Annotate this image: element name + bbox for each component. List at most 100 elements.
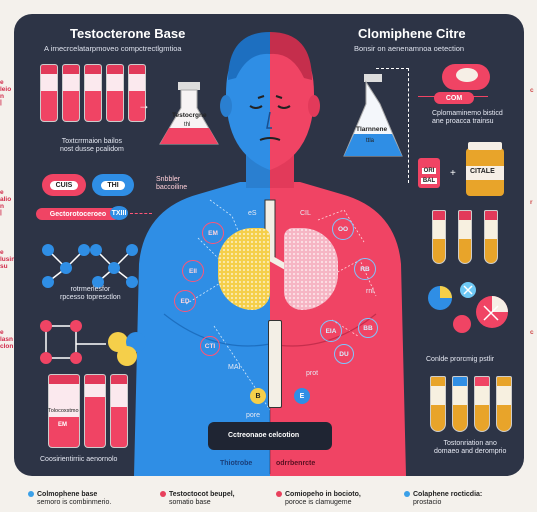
network-node: OO bbox=[332, 218, 354, 240]
bottle-label: CITALE bbox=[470, 168, 495, 175]
right-bottom-caption-line2: domaeo and deromprio bbox=[434, 448, 507, 456]
left-desc-line1: Toxtcrrmaion bailos bbox=[61, 138, 123, 145]
cloud-badge-b: THI bbox=[92, 174, 134, 196]
footer-item-text: somatio base bbox=[169, 499, 211, 507]
right-desc-line2: ane proacca trainsu bbox=[432, 118, 494, 126]
footer-item: Colaphene rocticdia: prostacio bbox=[404, 491, 482, 508]
left-desc-line2: nost dusse pcalidom bbox=[60, 146, 124, 154]
bar-pill: Gectorotoceroeo bbox=[36, 208, 120, 220]
vial bbox=[62, 64, 80, 122]
lung-right bbox=[284, 228, 338, 310]
tall-vial-sub: EM bbox=[58, 422, 67, 428]
left-flask-label: Testocrgne bbox=[172, 112, 207, 119]
lung-left bbox=[218, 228, 270, 310]
node-tag: prot bbox=[306, 370, 319, 377]
left-subtitle: A irnecrcelatarpmoveo compctrectlgmtioa bbox=[44, 44, 182, 53]
bar-pill-label: Gectorotoceroeo bbox=[49, 210, 107, 218]
leg-label-left: Thiotrobe bbox=[220, 460, 253, 467]
right-bottom-caption: Tostonriation ano domaeo and deromprio bbox=[434, 440, 506, 457]
flask-icon-right bbox=[343, 74, 403, 157]
right-desc: Cplomaminemo bisticd ane proacca trainsu bbox=[432, 110, 503, 127]
node-tag: MAI bbox=[228, 364, 241, 371]
plus-icon: + bbox=[450, 168, 456, 179]
com-tag: COM bbox=[434, 92, 474, 104]
left-bottom-caption: Coosirientirriic aenornolo bbox=[40, 456, 118, 463]
test-tube bbox=[474, 376, 490, 432]
network-node: EIA bbox=[320, 320, 342, 342]
node-tag: CIL bbox=[300, 210, 311, 217]
footer-item-text: semoro is combinmerio. bbox=[37, 499, 112, 507]
footer-item: Comiopeho in bocioto, poroce is clamugem… bbox=[276, 491, 361, 508]
test-tube bbox=[496, 376, 512, 432]
footer-item-title: Testoctocot beupel, bbox=[169, 491, 235, 498]
vial bbox=[84, 64, 102, 122]
network-node: BB bbox=[358, 318, 378, 338]
test-tube bbox=[430, 376, 446, 432]
left-flask-sub: thl bbox=[184, 122, 191, 128]
measure-label: Cctreonaoe celcotion bbox=[228, 432, 300, 439]
footer-item-title: Colmophene base bbox=[37, 491, 98, 498]
network-node: RB bbox=[354, 258, 376, 280]
molecule-caption-line2: rpcesso topresctlon bbox=[60, 294, 121, 302]
tall-vial bbox=[84, 374, 106, 448]
network-node: EII bbox=[182, 260, 204, 282]
network-node: DU bbox=[334, 344, 354, 364]
pie-chart-icon bbox=[428, 282, 508, 333]
left-title: Testocterone Base bbox=[70, 26, 186, 41]
footer-item-text: prostacio bbox=[413, 499, 442, 507]
card-a-label: ORI bbox=[421, 168, 437, 174]
right-edge-fragment-2: r bbox=[530, 199, 533, 206]
bullet-dot bbox=[404, 491, 410, 498]
tube-chip-a: B bbox=[250, 388, 266, 404]
bar-pill-tag: TXIII bbox=[110, 206, 128, 220]
test-tube bbox=[458, 210, 472, 264]
molecule-caption-line1: rotrmerlesfor bbox=[70, 286, 111, 293]
network-node: ED bbox=[174, 290, 196, 312]
measuring-tube bbox=[268, 320, 282, 408]
right-dashed-link bbox=[376, 68, 409, 183]
infographic-panel: B E Cctreonaoe celcotion Thiotrobe odrrb… bbox=[14, 14, 524, 476]
right-title: Clomiphene Citre bbox=[358, 26, 466, 41]
flask-icon-left bbox=[159, 82, 219, 145]
footer-item-title: Comiopeho in bocioto, bbox=[285, 491, 361, 498]
left-desc: Toxtcrrmaion bailos nost dusse pcalidom bbox=[60, 138, 124, 155]
leg-label-right: odrrbenrcte bbox=[276, 460, 316, 467]
tall-vial-label: Tolocoxstmo bbox=[48, 408, 79, 414]
right-mid-caption: Conlde prorcmig pstlir bbox=[426, 356, 495, 363]
tall-vial bbox=[48, 374, 80, 448]
right-edge-fragment-3: c bbox=[530, 329, 534, 336]
arrow-right-icon: → bbox=[138, 98, 150, 112]
footer-item: Colmophene base semoro is combinmerio. bbox=[28, 491, 111, 508]
network-node: CTI bbox=[200, 336, 220, 356]
tall-vial bbox=[110, 374, 128, 448]
molecule-diagram-bottom bbox=[40, 320, 146, 366]
node-tag: eS bbox=[248, 210, 257, 217]
vial-group-left bbox=[40, 64, 150, 124]
bullet-dot bbox=[276, 491, 282, 498]
right-subtitle: Bonsir on aenenamnoa oetection bbox=[354, 44, 465, 53]
tube-chip-b: E bbox=[294, 388, 310, 404]
connector-label-line1: Snbbler bbox=[156, 176, 181, 183]
card-b-label: BAL bbox=[420, 178, 438, 184]
bullet-dot bbox=[160, 491, 166, 498]
card-b: BAL bbox=[418, 174, 440, 188]
node-tag: rnl bbox=[366, 288, 374, 295]
node-tag: pore bbox=[246, 412, 261, 419]
network-node: EM bbox=[202, 222, 224, 244]
vial bbox=[106, 64, 124, 122]
vial bbox=[128, 64, 146, 122]
test-tube bbox=[432, 210, 446, 264]
vial bbox=[40, 64, 58, 122]
cloud-badge-b-label: THI bbox=[101, 180, 125, 190]
right-desc-line1: Cplomaminemo bisticd bbox=[432, 110, 503, 117]
connector-label-line2: baccoiline bbox=[156, 184, 188, 192]
cloud-badge-a-label: CUIS bbox=[49, 180, 79, 190]
right-flask-label: Tlarnnene bbox=[356, 126, 388, 133]
dashed-link bbox=[130, 213, 152, 214]
test-tube bbox=[452, 376, 468, 432]
bullet-dot bbox=[28, 491, 34, 498]
